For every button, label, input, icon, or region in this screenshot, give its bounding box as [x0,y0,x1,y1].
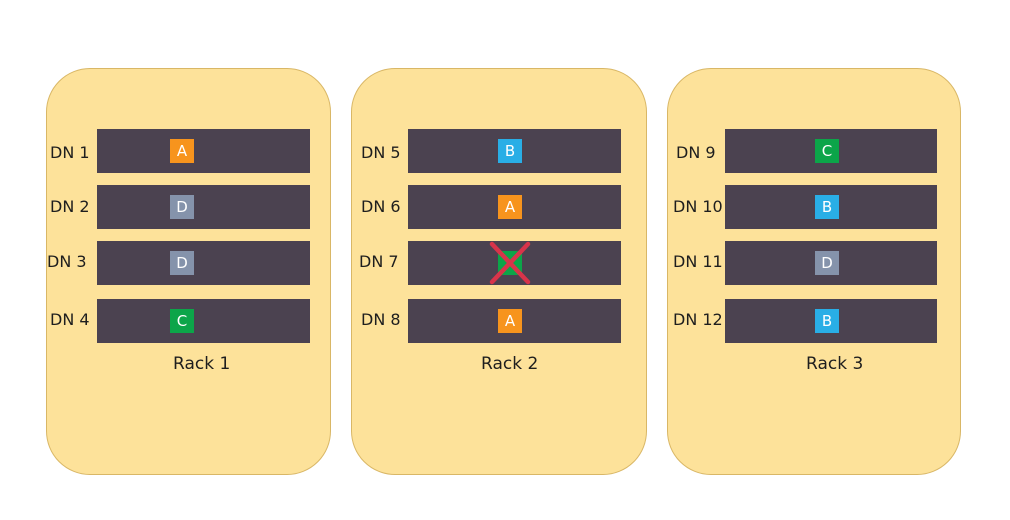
node-bar-dn9: C [725,129,937,173]
block-a: A [170,139,194,163]
block-d: D [170,251,194,275]
node-label-dn6: DN 6 [361,197,401,216]
node-bar-dn2: D [97,185,310,229]
node-bar-dn12: B [725,299,937,343]
node-label-dn8: DN 8 [361,310,401,329]
node-bar-dn10: B [725,185,937,229]
block-d: D [815,251,839,275]
node-bar-dn8: A [408,299,621,343]
node-label-dn12: DN 12 [673,310,723,329]
node-label-dn10: DN 10 [673,197,723,216]
node-label-dn4: DN 4 [50,310,90,329]
node-label-dn1: DN 1 [50,143,90,162]
node-label-dn3: DN 3 [47,252,87,271]
red-x-icon [489,241,531,285]
node-bar-dn11: D [725,241,937,285]
block-c: C [815,139,839,163]
rack-label-2: Rack 2 [481,354,539,374]
block-a: A [498,195,522,219]
block-d: D [170,195,194,219]
node-label-dn9: DN 9 [676,143,716,162]
block-b: B [498,139,522,163]
rack-label-3: Rack 3 [806,354,864,374]
node-label-dn11: DN 11 [673,252,723,271]
node-label-dn5: DN 5 [361,143,401,162]
node-label-dn2: DN 2 [50,197,90,216]
node-label-dn7: DN 7 [359,252,399,271]
node-bar-dn3: D [97,241,310,285]
node-bar-dn4: C [97,299,310,343]
block-b: B [815,195,839,219]
node-bar-dn7 [408,241,621,285]
node-bar-dn6: A [408,185,621,229]
block-a: A [498,309,522,333]
node-bar-dn1: A [97,129,310,173]
rack-label-1: Rack 1 [173,354,231,374]
block-b: B [815,309,839,333]
node-bar-dn5: B [408,129,621,173]
block-c: C [170,309,194,333]
